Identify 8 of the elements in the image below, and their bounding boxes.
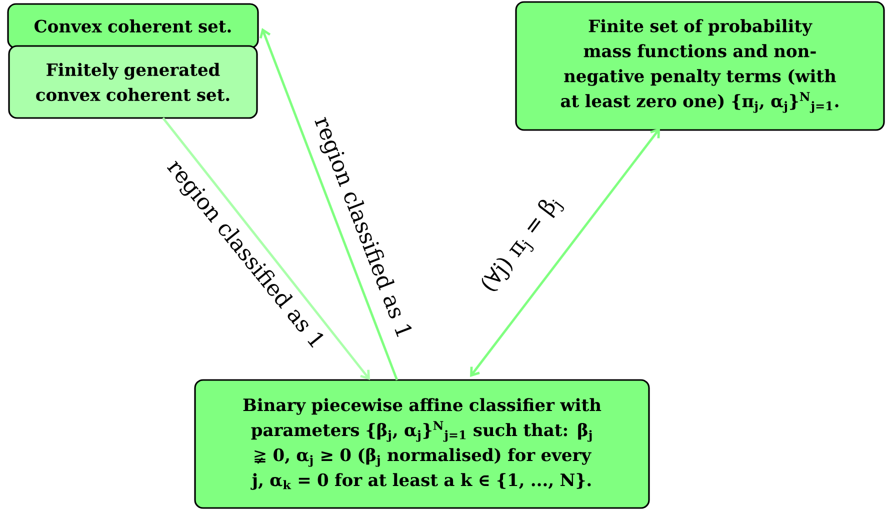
- rounded-box: Convex coherent set.: [7, 3, 259, 49]
- arrow: [259, 28, 398, 380]
- arrow: [470, 128, 660, 377]
- arrow: [162, 117, 370, 380]
- edge-label: (∀j) π$_{j}$ = β$_{j}$: [482, 200, 564, 291]
- rounded-box: Finitely generated convex coherent set.: [8, 45, 258, 119]
- rounded-box: Binary piecewise affine classifier with parameters {β$_{j}$, α$_{j}$}$^{N}$$_{j=1}$ such that: β$_{j}$ ≩ 0, α$_{j}$ ≥ 0 (β$_{j}$ normalised) for every j, α$_{k}$ = 0 for at least a k ∈ {1, ..., N}.: [194, 379, 650, 509]
- rounded-box: Finite set of probability mass functions and non-negative penalty terms (with at least zero one) {π$_{j}$, α$_{j}$}$^{N}$$_{j=1}$.: [515, 1, 885, 131]
